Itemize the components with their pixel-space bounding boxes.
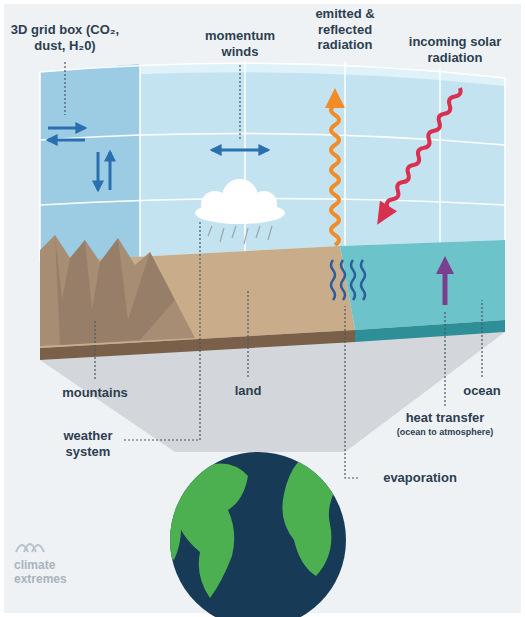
grid-line bbox=[40, 134, 505, 145]
part-label: weather system bbox=[53, 428, 123, 459]
mountain-shade bbox=[55, 235, 175, 345]
leader-line bbox=[124, 222, 200, 440]
grid-box-label: 3D grid box (CO₂, dust, H₂0) bbox=[8, 22, 122, 53]
leader-line bbox=[345, 306, 358, 478]
winds-label: momentum winds bbox=[200, 28, 280, 59]
wave bbox=[341, 260, 345, 300]
cloud-part bbox=[251, 191, 277, 217]
grid-line bbox=[139, 64, 141, 257]
grid-line bbox=[344, 62, 346, 246]
leader-line bbox=[444, 312, 445, 406]
ocean-surface bbox=[340, 240, 505, 330]
highlighted-grid-box bbox=[40, 64, 140, 262]
logo-stroke bbox=[32, 545, 44, 552]
wave bbox=[351, 260, 355, 300]
globe bbox=[160, 452, 346, 617]
mountains-shape bbox=[40, 235, 195, 346]
heat-transfer-arrow bbox=[436, 256, 454, 305]
rain-streak bbox=[256, 226, 260, 238]
process-label: heat transfer bbox=[390, 410, 500, 426]
logo-icon bbox=[16, 544, 44, 552]
rain-streak bbox=[208, 226, 212, 236]
leader-line bbox=[247, 290, 248, 377]
rain-streak bbox=[244, 228, 248, 244]
leader-line bbox=[64, 62, 65, 115]
solar-radiation-arrow bbox=[369, 83, 469, 230]
radiation-label: emitted & reflected radiation bbox=[303, 6, 387, 53]
wavy-arrow bbox=[385, 86, 463, 209]
grid-lines bbox=[40, 61, 505, 262]
wind-arrow bbox=[109, 152, 112, 190]
leader-line bbox=[239, 65, 240, 140]
evaporation-waves bbox=[331, 260, 365, 300]
arrow-head bbox=[325, 88, 345, 108]
box-outline bbox=[40, 63, 505, 240]
leader-line bbox=[94, 320, 95, 379]
logo-text: climate extremes bbox=[14, 558, 80, 587]
arrow-head bbox=[436, 256, 454, 274]
process-label: evaporation bbox=[365, 470, 475, 486]
part-label: ocean bbox=[454, 383, 510, 399]
box-outline bbox=[39, 72, 41, 262]
momentum-arrow bbox=[212, 149, 268, 152]
rain-streak bbox=[220, 228, 224, 242]
grid-line bbox=[439, 68, 441, 242]
wave bbox=[361, 260, 365, 300]
rain bbox=[208, 226, 272, 244]
continents bbox=[160, 462, 336, 598]
globe-ocean bbox=[170, 452, 346, 617]
continent bbox=[282, 462, 336, 576]
wind-arrow bbox=[97, 152, 100, 190]
wavy-arrow bbox=[331, 105, 339, 245]
arrow-shaft bbox=[443, 272, 448, 305]
atmosphere-box bbox=[40, 63, 505, 262]
process-note: (ocean to atmosphere) bbox=[380, 427, 510, 438]
arrow-head bbox=[369, 201, 398, 230]
radiation-label: incoming solar radiation bbox=[403, 34, 507, 65]
wave bbox=[331, 260, 335, 300]
emitted-radiation-arrow bbox=[325, 88, 345, 245]
wind-arrow bbox=[48, 127, 85, 130]
rain-streak bbox=[232, 226, 236, 238]
part-label: mountains bbox=[50, 385, 140, 401]
rain-streak bbox=[268, 226, 272, 240]
continent bbox=[160, 507, 181, 560]
weather-cloud bbox=[195, 179, 285, 244]
part-label: land bbox=[218, 383, 278, 399]
wind-arrow bbox=[48, 139, 85, 142]
leader-line bbox=[481, 300, 482, 377]
continent bbox=[174, 464, 248, 599]
